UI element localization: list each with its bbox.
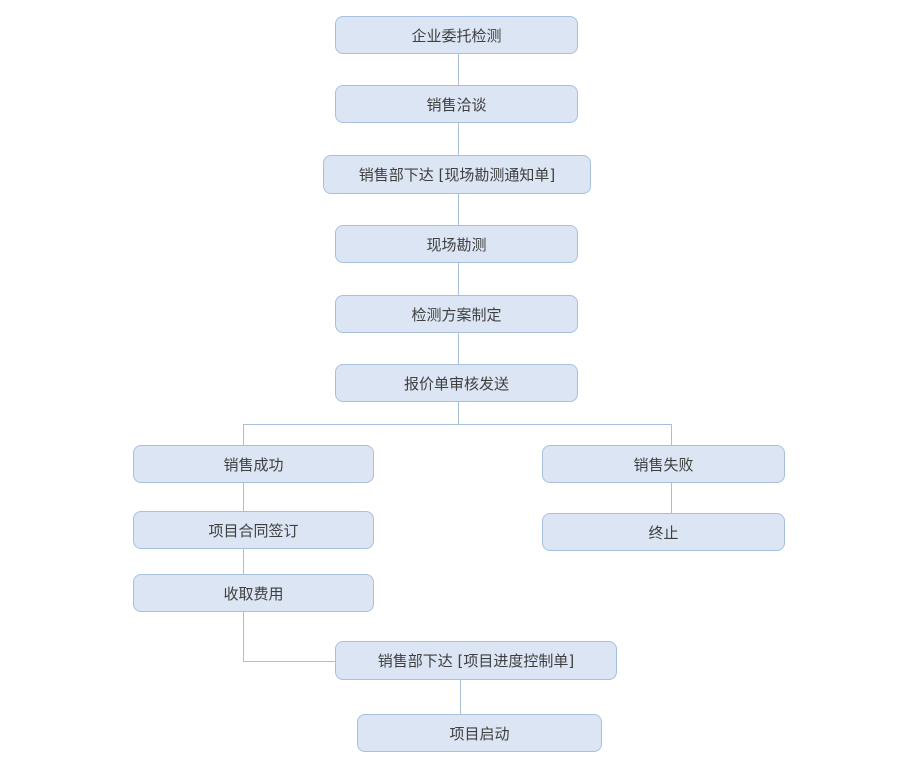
connector-contract-to-fees <box>243 549 244 574</box>
connector-branch-to-sales-success <box>243 424 244 445</box>
node-label: 终止 <box>648 523 679 542</box>
node-label: 检测方案制定 <box>411 305 502 324</box>
node-label: 现场勘测 <box>426 235 487 254</box>
connector-test-plan-to-quotation <box>458 333 459 364</box>
connector-branch-to-sales-failure <box>671 424 672 445</box>
node-label: 销售部下达 [现场勘测通知单] <box>358 166 556 184</box>
node-label: 项目启动 <box>449 724 510 743</box>
flow-node-terminate[interactable]: 终止 <box>542 513 785 551</box>
flow-node-test-plan[interactable]: 检测方案制定 <box>335 295 578 333</box>
connector-negotiation-to-survey-notice <box>458 123 459 155</box>
node-label: 销售部下达 [项目进度控制单] <box>377 652 575 670</box>
node-label: 销售成功 <box>223 455 284 474</box>
connector-entrust-to-negotiation <box>458 54 459 85</box>
connector-site-survey-to-test-plan <box>458 263 459 295</box>
node-label: 销售失败 <box>633 455 694 474</box>
node-label: 企业委托检测 <box>411 26 502 45</box>
connector-fees-to-progress-control <box>243 661 335 662</box>
connector-quotation-to-branch <box>458 402 459 425</box>
node-label: 销售洽谈 <box>426 95 487 114</box>
connector-survey-notice-to-site-survey <box>458 194 459 225</box>
flow-node-progress-control-notice[interactable]: 销售部下达 [项目进度控制单] <box>335 641 617 680</box>
flow-node-sales-success[interactable]: 销售成功 <box>133 445 374 483</box>
connector-progress-control-to-launch <box>460 680 461 714</box>
node-label: 报价单审核发送 <box>403 374 509 393</box>
flow-node-quotation-review[interactable]: 报价单审核发送 <box>335 364 578 402</box>
flow-node-sales-failure[interactable]: 销售失败 <box>542 445 785 483</box>
flow-node-contract-signing[interactable]: 项目合同签订 <box>133 511 374 549</box>
connector-fees-down <box>243 612 244 661</box>
flow-node-enterprise-entrust[interactable]: 企业委托检测 <box>335 16 578 54</box>
flow-node-site-survey[interactable]: 现场勘测 <box>335 225 578 263</box>
flow-node-collect-fees[interactable]: 收取费用 <box>133 574 374 612</box>
connector-success-to-contract <box>243 483 244 511</box>
connector-branch-horizontal <box>243 424 672 425</box>
flow-node-survey-notice[interactable]: 销售部下达 [现场勘测通知单] <box>323 155 591 194</box>
node-label: 项目合同签订 <box>208 521 299 540</box>
connector-failure-to-terminate <box>671 483 672 513</box>
node-label: 收取费用 <box>223 584 284 603</box>
flow-node-sales-negotiation[interactable]: 销售洽谈 <box>335 85 578 123</box>
flow-node-project-launch[interactable]: 项目启动 <box>357 714 602 752</box>
